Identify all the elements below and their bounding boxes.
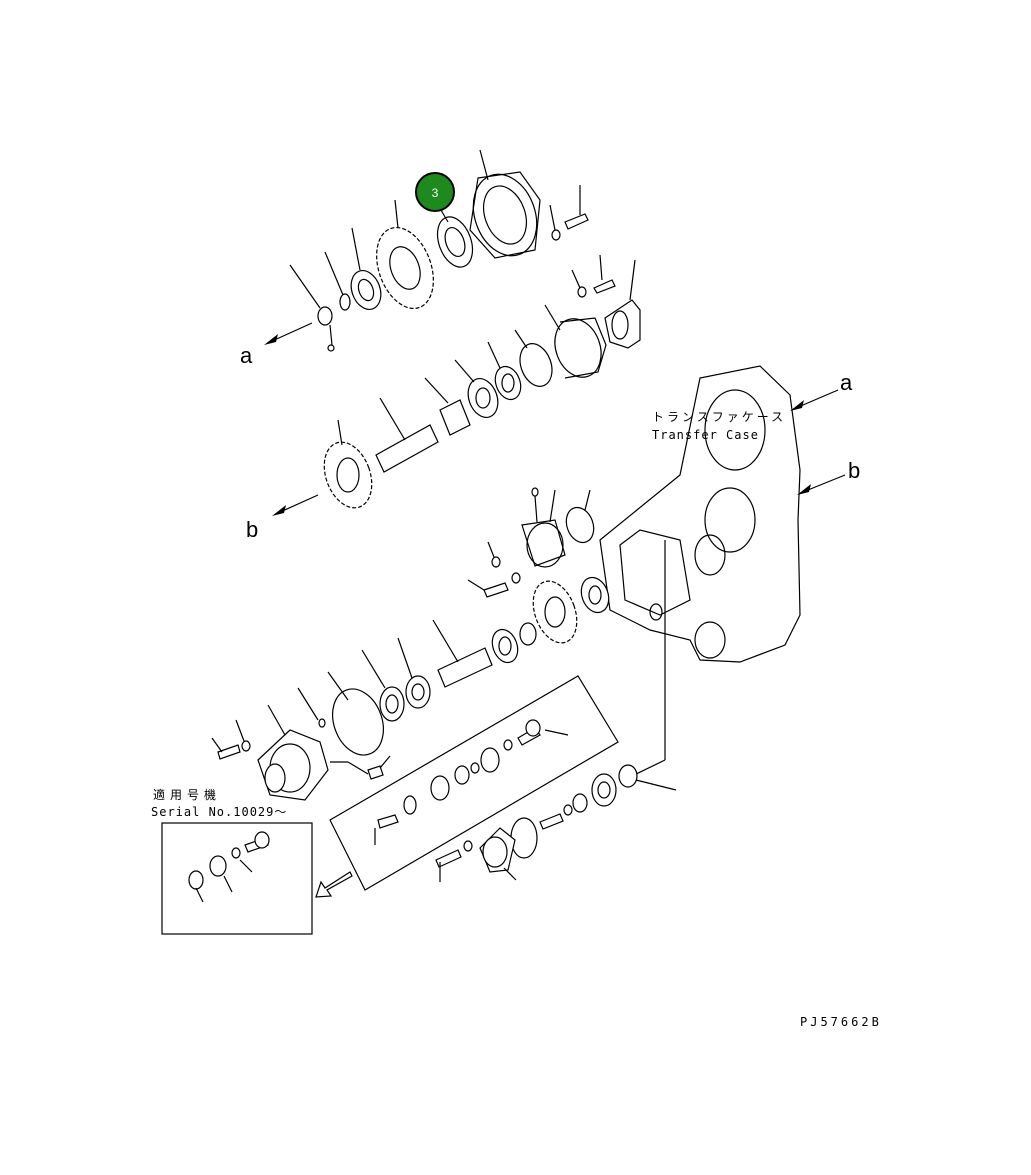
callout-number: 3 (432, 186, 439, 200)
transfer-case-body (599, 365, 846, 777)
callout-3[interactable]: 3 (415, 172, 455, 212)
mid-gear-train (327, 487, 610, 756)
drawing-code: PJ57662B (800, 1015, 882, 1029)
upper-gear-train (264, 149, 589, 352)
pump-assembly (211, 687, 391, 801)
label-b-right: b (848, 458, 860, 483)
serial-en-label: Serial No.10029～ (151, 805, 287, 819)
right-cover-group (272, 254, 641, 516)
label-b-left: b (246, 517, 258, 542)
serial-jp-label: 適用号機 (153, 787, 221, 802)
serial-inset (161, 822, 313, 935)
label-a-right: a (840, 370, 853, 395)
transfer-case-jp-label: トランスファケース (652, 410, 786, 424)
lower-right-parts (435, 764, 677, 882)
pump-detail-box (329, 675, 619, 891)
transfer-case-en-label: Transfer Case (652, 428, 759, 442)
callout-circle[interactable] (415, 172, 455, 212)
label-a-left: a (240, 343, 253, 368)
